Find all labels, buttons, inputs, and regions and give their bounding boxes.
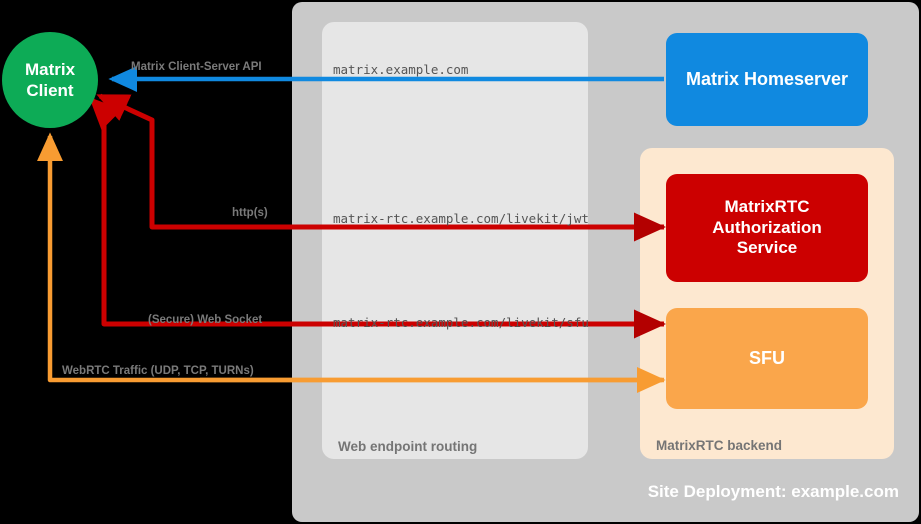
node-matrixrtc-authorization-service[interactable]: MatrixRTC Authorization Service xyxy=(666,174,868,282)
site-deployment-caption: Site Deployment: example.com xyxy=(647,482,899,501)
node-sfu[interactable]: SFU xyxy=(666,308,868,409)
edge-label-client-server-api: Matrix Client-Server API xyxy=(131,61,262,73)
matrix-homeserver-label: Matrix Homeserver xyxy=(685,68,849,89)
endpoint-livekit-jwt: matrix-rtc.example.com/livekit/jwt xyxy=(333,211,589,226)
matrixrtc-backend-caption: MatrixRTC backend xyxy=(656,438,783,453)
web-endpoint-routing-caption: Web endpoint routing xyxy=(338,439,478,454)
edge-webrtc-traffic xyxy=(36,132,666,394)
endpoint-livekit-sfu: matrix-rtc.example.com/livekit/sfu xyxy=(333,315,589,330)
edge-label-https: http(s) xyxy=(232,207,268,219)
node-matrix-homeserver[interactable]: Matrix Homeserver xyxy=(666,33,868,126)
endpoint-matrix-example-com: matrix.example.com xyxy=(333,62,469,77)
sfu-label: SFU xyxy=(749,347,785,368)
edge-jwt-http xyxy=(96,93,664,230)
matrix-client-label: Matrix Client xyxy=(24,59,76,100)
edge-label-webrtc-traffic: WebRTC Traffic (UDP, TCP, TURNs) xyxy=(62,365,254,377)
web-endpoint-routing-container xyxy=(322,22,588,459)
node-matrix-client[interactable]: Matrix Client xyxy=(2,32,98,128)
authorization-service-label: MatrixRTC Authorization Service xyxy=(712,196,822,258)
edge-label-secure-websocket: (Secure) Web Socket xyxy=(148,314,263,326)
